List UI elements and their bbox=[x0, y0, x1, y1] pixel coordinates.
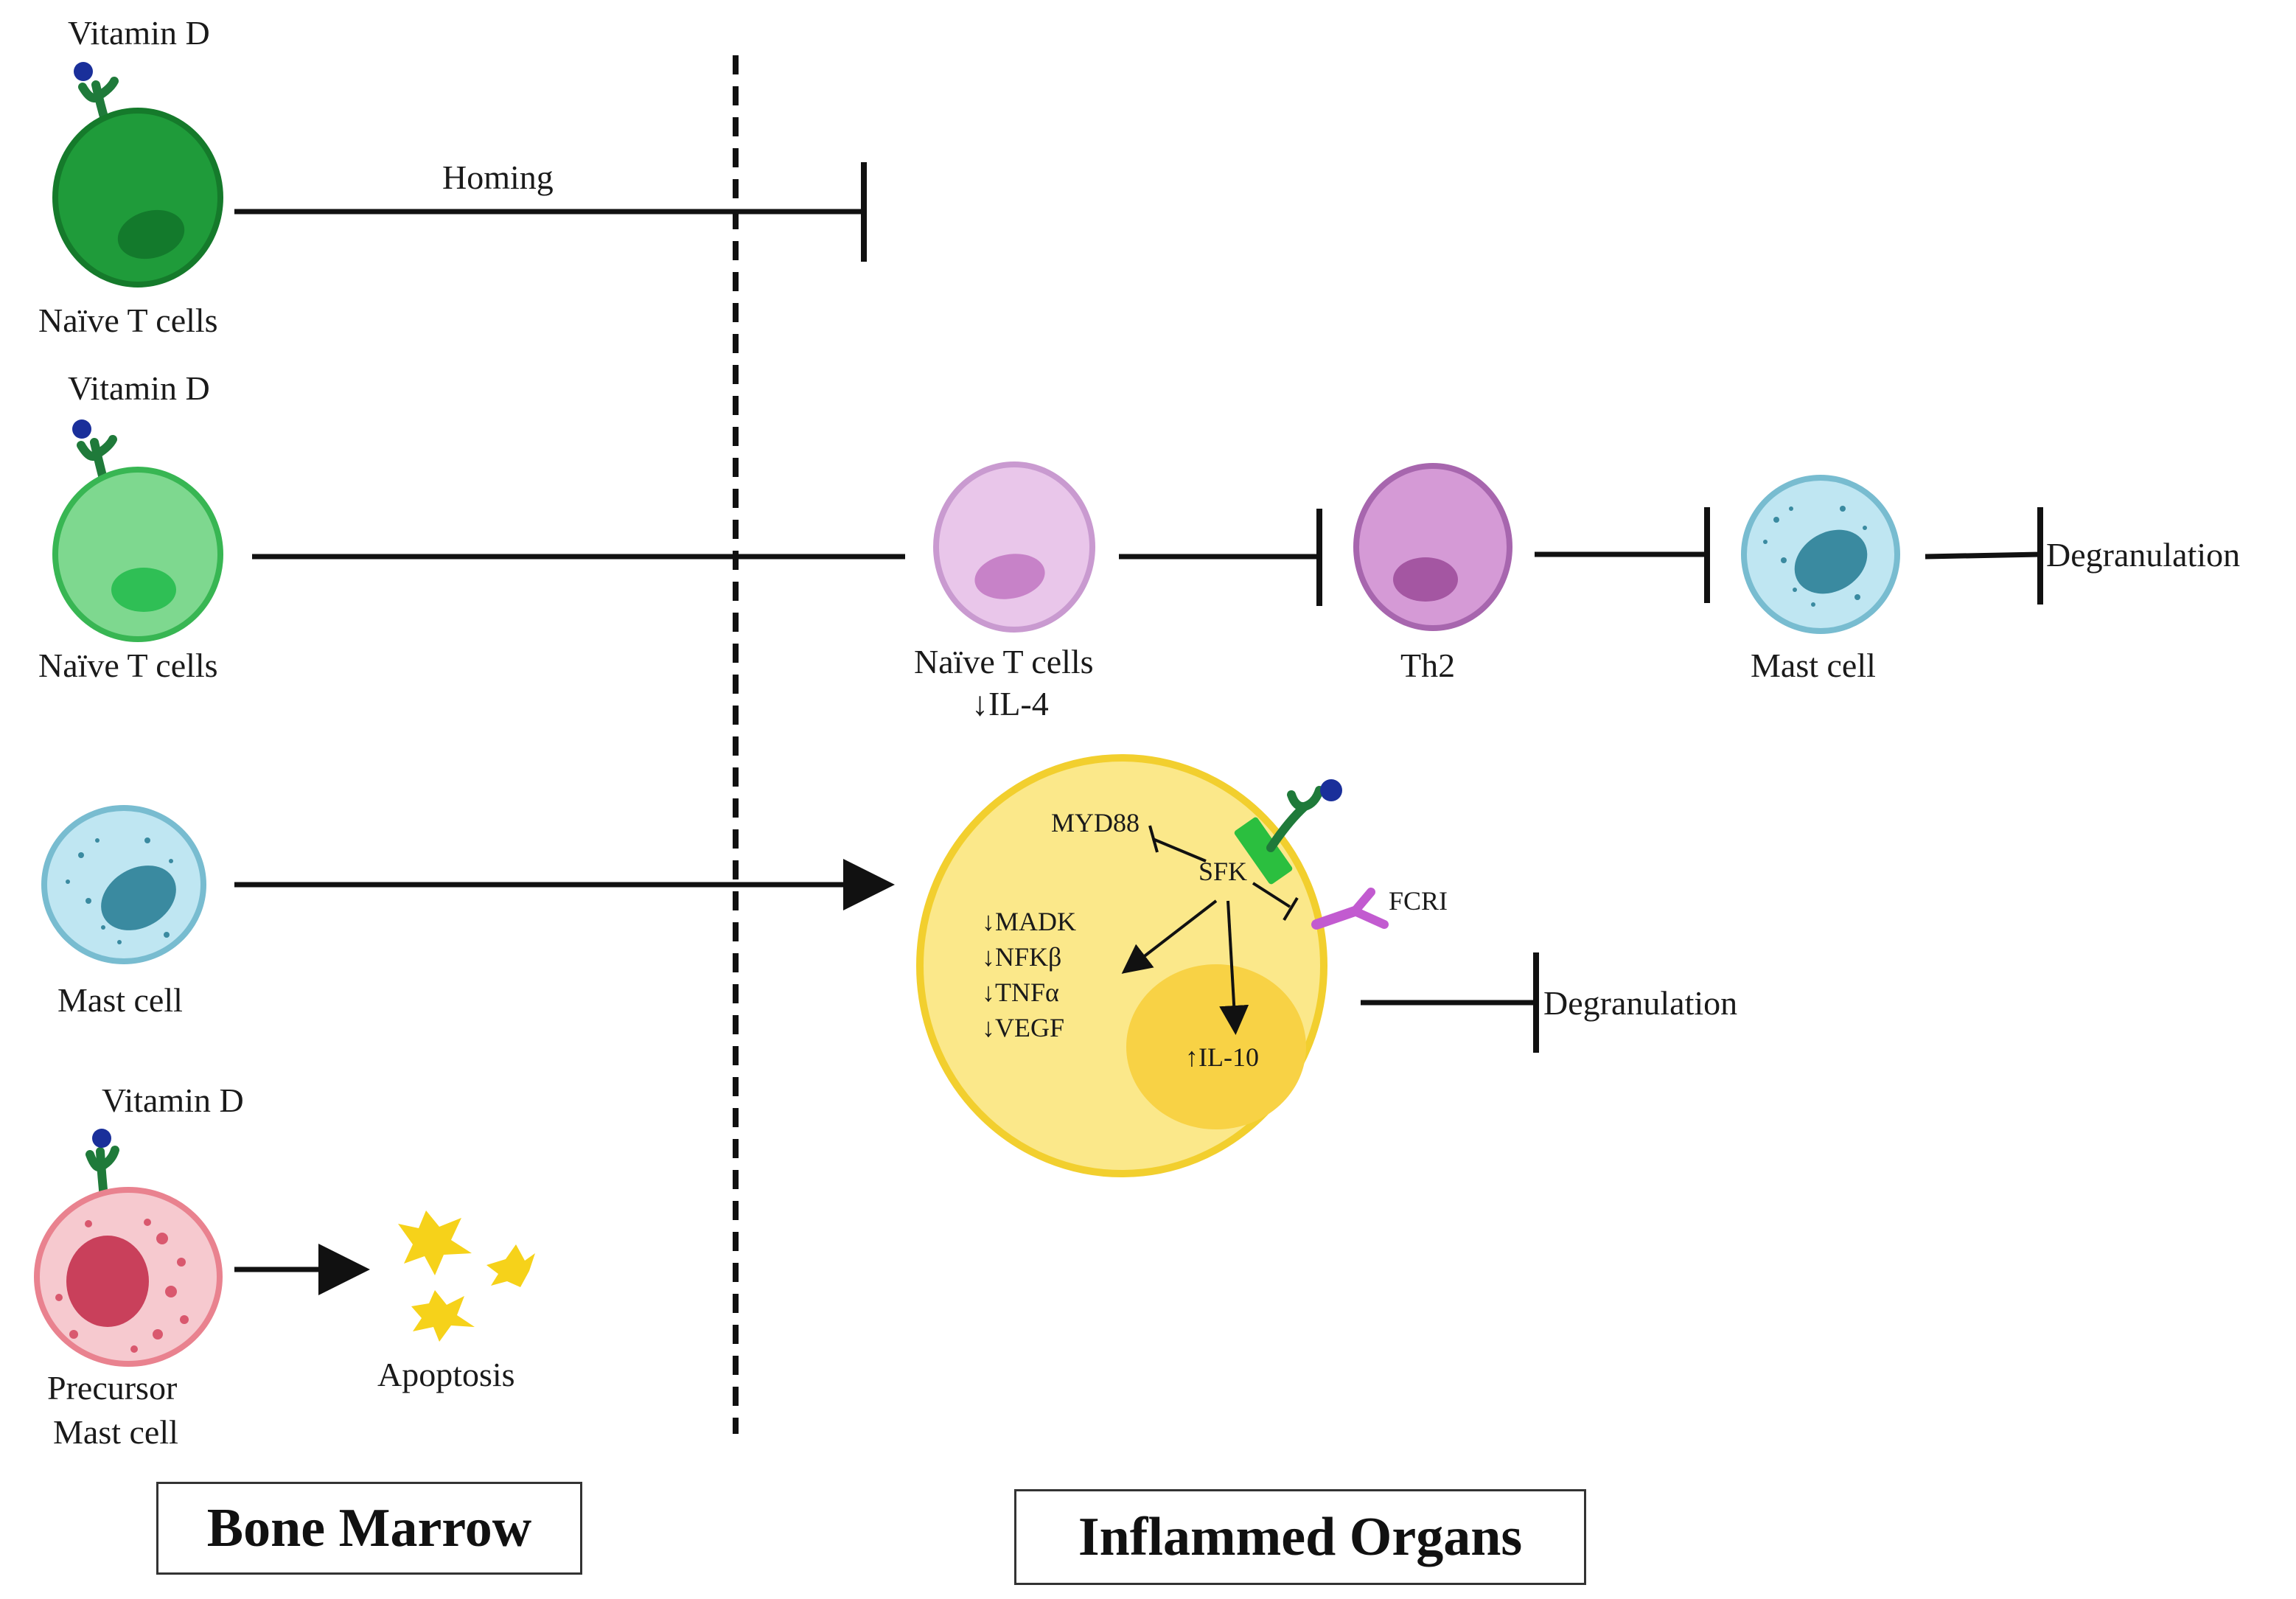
inflamed-organs-label: Inflammed Organs bbox=[1078, 1506, 1523, 1567]
mast-to-degranulation-inhibition-line bbox=[1925, 551, 2041, 560]
bone-marrow-label: Bone Marrow bbox=[206, 1497, 532, 1558]
row-3: Mast cell FCRI MYD88 SFK ↓MADK ↓NFKβ ↓TN bbox=[41, 754, 1737, 1177]
precursor-mast-cell-label-line2: Mast cell bbox=[53, 1413, 178, 1451]
naive-t-cells-label-1: Naïve T cells bbox=[38, 302, 218, 339]
vitamin-d-receptor-icon-3 bbox=[1234, 779, 1342, 885]
th2-label: Th2 bbox=[1400, 647, 1455, 684]
row-1: Vitamin D Naïve T cells Homing bbox=[38, 14, 867, 339]
mast-cell-icon-row2 bbox=[1741, 475, 1900, 634]
sfk-to-myd88-inhibition-bar bbox=[1148, 825, 1159, 853]
apoptosis-label: Apoptosis bbox=[377, 1356, 515, 1393]
naive-t-cells-il4-label-line2: ↓IL-4 bbox=[971, 685, 1049, 722]
vitamin-d-label-2: Vitamin D bbox=[68, 369, 210, 407]
mast-cell-label-row2: Mast cell bbox=[1751, 647, 1876, 684]
sfk-to-fcri-inhibition-bar bbox=[1283, 896, 1299, 922]
naive-t-cells-il4-label-line1: Naïve T cells bbox=[914, 643, 1094, 680]
naive-t-cell-dark-icon bbox=[52, 108, 223, 288]
mast-cell-icon-row3 bbox=[41, 805, 206, 964]
th2-cell-icon bbox=[1353, 463, 1512, 631]
naive-t-cells-label-2: Naïve T cells bbox=[38, 647, 218, 684]
degranulation-label-row2: Degranulation bbox=[2046, 536, 2240, 574]
apoptosis-fragments-icon bbox=[398, 1210, 535, 1342]
bone-marrow-box: Bone Marrow bbox=[156, 1482, 582, 1575]
il10-label: ↑IL-10 bbox=[1185, 1042, 1259, 1072]
naive-t-cell-light-icon bbox=[52, 467, 223, 642]
vegf-label: ↓VEGF bbox=[982, 1013, 1064, 1042]
tnfa-label: ↓TNFα bbox=[982, 978, 1059, 1007]
sfk-to-il10-arrow bbox=[1219, 900, 1249, 1035]
naive-t-cell-pink-icon bbox=[933, 461, 1095, 633]
precursor-mast-cell-icon bbox=[34, 1187, 223, 1367]
vitamin-d-label-1: Vitamin D bbox=[68, 14, 210, 52]
sfk-to-fcri-inhibition-line bbox=[1252, 882, 1291, 908]
row-4: Vitamin D Precursor Mast cell bbox=[34, 1081, 535, 1451]
myd88-label: MYD88 bbox=[1051, 808, 1140, 837]
precursor-mast-cell-label-line1: Precursor bbox=[47, 1369, 177, 1407]
fcri-label: FCRI bbox=[1389, 886, 1448, 916]
inflamed-organs-box: Inflammed Organs bbox=[1014, 1489, 1586, 1585]
madk-label: ↓MADK bbox=[982, 907, 1076, 936]
fcri-receptor-icon bbox=[1311, 888, 1389, 930]
degranulation-label-row3: Degranulation bbox=[1543, 984, 1737, 1022]
row-2: Vitamin D Naïve T cells Naïve T cells ↓I… bbox=[38, 369, 2240, 722]
sfk-to-myd88-inhibition-line bbox=[1152, 837, 1207, 863]
vitamin-d-label-4: Vitamin D bbox=[102, 1081, 244, 1119]
homing-label: Homing bbox=[442, 158, 554, 196]
mast-cell-label-row3: Mast cell bbox=[57, 981, 183, 1019]
nfkb-label: ↓NFKβ bbox=[982, 942, 1061, 972]
sfk-label: SFK bbox=[1198, 857, 1247, 886]
sfk-to-cytokines-arrow bbox=[1121, 899, 1218, 974]
